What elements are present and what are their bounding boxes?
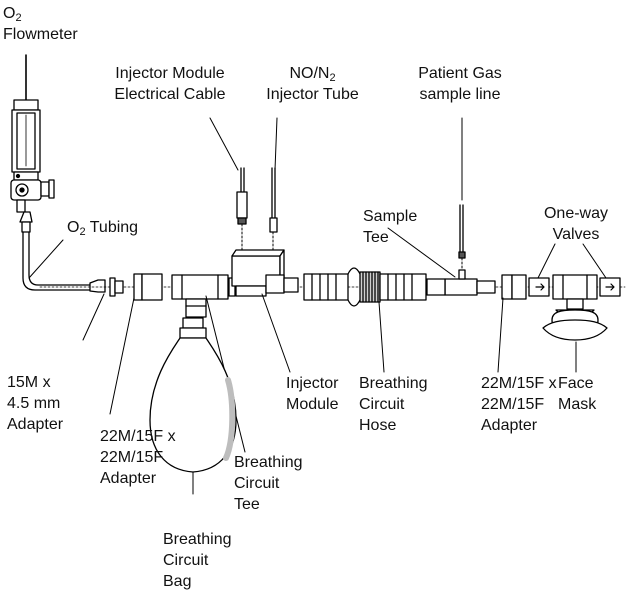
one-way-valves: [528, 243, 621, 300]
label-sample-tee: Sample Tee: [363, 208, 418, 246]
label-adapter-22m-right: 22M/15F x 22M/15F Adapter: [481, 375, 557, 434]
o2-tubing: [19, 211, 106, 293]
label-circuit-hose: Breathing Circuit Hose: [359, 375, 428, 434]
label-injector-module: Injector Module: [286, 375, 339, 413]
label-injector-tube: NO/N2 Injector Tube: [266, 65, 359, 103]
label-one-way-valves: One-way Valves: [543, 205, 609, 243]
label-o2-tubing: O2 Tubing: [67, 219, 139, 238]
label-o2-flowmeter: O2 Flowmeter: [3, 5, 78, 43]
label-face-mask: Face Mask: [558, 375, 597, 413]
adapter-15m: [82, 277, 124, 341]
label-circuit-tee: Breathing Circuit Tee: [234, 454, 303, 513]
label-circuit-bag: Breathing Circuit Bag: [163, 531, 232, 590]
o2-flowmeter: [10, 54, 55, 213]
label-patient-gas-sample-line: Patient Gas sample line: [418, 65, 502, 103]
face-mask: [542, 298, 608, 373]
adapter-22m-left: [109, 273, 163, 415]
sample-tee: [387, 117, 496, 296]
label-injector-cable: Injector Module Electrical Cable: [114, 65, 226, 103]
label-adapter-22m-left: 22M/15F x 22M/15F Adapter: [100, 428, 176, 487]
label-adapter-15m: 15M x 4.5 mm Adapter: [7, 374, 64, 433]
circuit-hose: [303, 267, 427, 373]
circuit-bag: [149, 317, 237, 495]
adapter-22m-right: [497, 274, 527, 373]
injector-module: [209, 117, 299, 373]
